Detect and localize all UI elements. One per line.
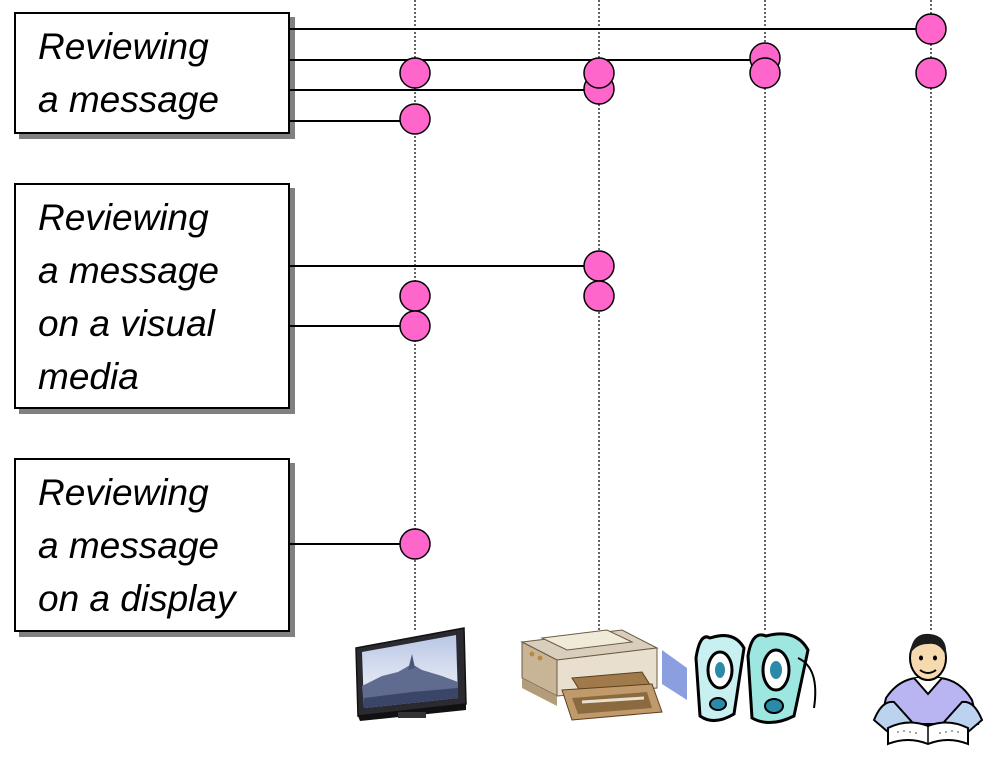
person-reading-icon bbox=[872, 633, 984, 746]
box-line: media bbox=[38, 356, 139, 397]
group-box-reviewing-visual-media: Reviewing a message on a visual media bbox=[14, 183, 290, 409]
box-line: on a display bbox=[38, 578, 236, 619]
box-line: a message bbox=[38, 250, 219, 291]
node-circle bbox=[399, 528, 431, 560]
node-circle bbox=[583, 250, 615, 282]
node-circle bbox=[399, 57, 431, 89]
speakers-icon bbox=[694, 632, 817, 724]
node-circle bbox=[583, 280, 615, 312]
tv-icon bbox=[355, 627, 467, 721]
printer-icon bbox=[520, 629, 687, 721]
group-box-reviewing-message: Reviewing a message bbox=[14, 12, 290, 134]
node-circle bbox=[583, 57, 615, 89]
box-line: Reviewing bbox=[38, 197, 209, 238]
box-line: a message bbox=[38, 525, 219, 566]
node-circle bbox=[749, 57, 781, 89]
box-line: Reviewing bbox=[38, 26, 209, 67]
box-line: Reviewing bbox=[38, 472, 209, 513]
node-circle bbox=[399, 310, 431, 342]
box-line: a message bbox=[38, 79, 219, 120]
node-circle bbox=[399, 103, 431, 135]
node-circle bbox=[399, 280, 431, 312]
node-circle bbox=[915, 57, 947, 89]
box-line: on a visual bbox=[38, 303, 215, 344]
node-circle bbox=[915, 13, 947, 45]
group-box-reviewing-display: Reviewing a message on a display bbox=[14, 458, 290, 632]
